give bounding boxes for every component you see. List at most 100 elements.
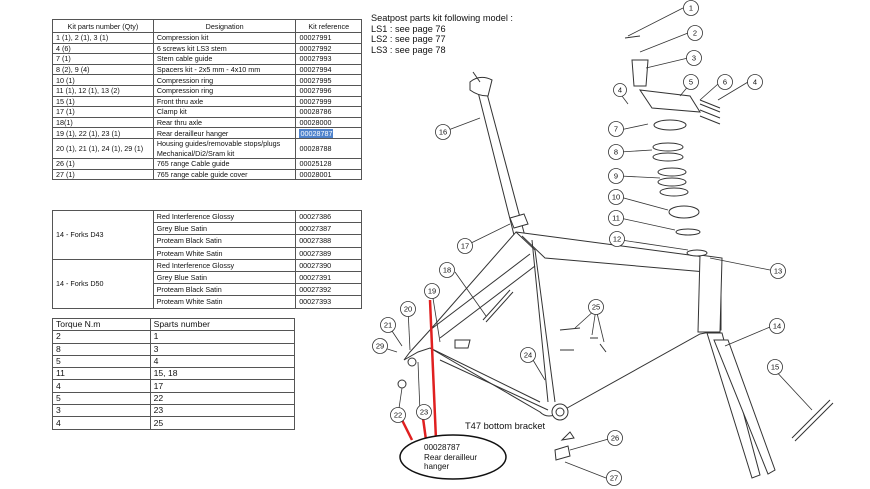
cell-torque: 4 [52,416,151,430]
cell-reference: 00028786 [295,106,362,118]
svg-text:14: 14 [773,322,781,331]
cell-reference: 00027999 [295,95,362,108]
callout-17: 17 [457,238,473,254]
table-row: 20 (1), 21 (1), 24 (1), 29 (1)Housing gu… [52,137,362,160]
svg-text:24: 24 [524,351,532,360]
cell-reference: 00027994 [295,63,362,76]
svg-text:26: 26 [611,434,619,443]
cell-reference: 00027992 [295,42,362,55]
callout-22: 22 [390,407,406,423]
svg-text:13: 13 [774,267,782,276]
cell-qty: 20 (1), 21 (1), 24 (1), 29 (1) [52,137,154,160]
svg-text:3: 3 [692,54,696,63]
cell-qty: 10 (1) [52,74,154,86]
cell-torque: 5 [52,354,151,369]
fork-group-label: 14 - Forks D43 [52,210,154,260]
callout-16: 16 [435,124,451,140]
callout-12: 12 [609,231,625,247]
cell-designation: 6 screws kit LS3 stem [152,42,297,55]
callout-9: 9 [608,168,624,184]
header-designation: Designation [152,19,297,33]
cell-designation: Housing guides/removable stops/plugs [152,137,297,149]
hanger-callout-text: 00028787 Rear derailleur hanger [424,443,477,472]
cell-fork-finish: Red Interference Glossy [152,209,297,224]
callout-14: 14 [769,318,785,334]
bottom-bracket-label: T47 bottom bracket [465,421,546,431]
callout-3: 3 [686,50,702,66]
fork-group-label: 14 - Forks D50 [52,258,154,309]
callout-4b: 4 [613,83,627,97]
cell-spart: 4 [149,354,296,369]
svg-text:23: 23 [420,408,428,417]
seat-clamp [509,213,529,229]
callout-13: 13 [770,263,786,279]
seatpost-note-ls3: LS3 : see page 78 [371,44,446,55]
cell-reference: 00028001 [295,168,362,181]
svg-text:9: 9 [614,172,618,181]
svg-text:15: 15 [771,363,779,372]
callout-23: 23 [416,404,432,420]
cell-reference: 00027388 [295,234,362,248]
head-tube [697,254,723,333]
svg-text:8: 8 [614,148,618,157]
callout-29: 29 [372,338,388,354]
cell-designation: Front thru axle [152,95,297,108]
hanger-markers [400,299,438,441]
header-kit-reference: Kit reference [295,19,362,33]
kit-parts-table: Kit parts number (Qty) Designation Kit r… [52,19,362,181]
callout-21: 21 [380,317,396,333]
cell-designation: Rear derailleur hanger [152,127,297,139]
svg-text:25: 25 [592,303,600,312]
cell-reference: 00027390 [295,258,362,272]
svg-text:4: 4 [618,86,622,95]
callout-6: 6 [717,74,733,90]
cell-qty: 19 (1), 22 (1), 23 (1) [52,127,154,139]
svg-text:6: 6 [723,78,727,87]
header-torque: Torque N.m [52,317,151,332]
callout-7: 7 [608,121,624,137]
cell-designation: Spacers kit - 2x5 mm - 4x10 mm [152,63,297,76]
cell-designation: Rear thru axle [152,116,297,129]
svg-text:17: 17 [461,242,469,251]
cell-qty: 7 (1) [52,53,154,65]
svg-text:5: 5 [689,78,693,87]
cell-designation: Clamp kit [152,106,297,118]
callout-10: 10 [608,189,624,205]
front-thru-axle [791,399,834,442]
callout-25: 25 [588,299,604,315]
cell-designation: Compression ring [152,84,297,97]
cell-fork-finish: Proteam Black Satin [152,234,297,248]
cell-designation: Mechanical/Di2/Sram kit [152,148,297,160]
cell-torque: 5 [52,391,151,406]
cell-spart: 3 [149,342,296,356]
svg-text:21: 21 [384,321,392,330]
callout-20: 20 [400,301,416,317]
table-row: 8 (2), 9 (4)Spacers kit - 2x5 mm - 4x10 … [52,63,362,76]
fork [706,332,761,479]
cell-qty: 18(1) [52,116,154,129]
callout-8: 8 [608,144,624,160]
table-row: Mechanical/Di2/Sram kit [53,148,362,160]
cell-fork-finish: Red Interference Glossy [152,258,297,272]
callout-11: 11 [608,210,624,226]
cell-qty: 17 (1) [52,106,154,118]
callout-15: 15 [767,359,783,375]
cell-reference: 00028000 [295,116,362,129]
cell-spart: 22 [149,391,296,406]
seatpost-kit-note: Seatpost parts kit following model : LS1… [371,13,513,55]
svg-text:20: 20 [404,305,412,314]
cell-spart: 15, 18 [149,367,296,381]
